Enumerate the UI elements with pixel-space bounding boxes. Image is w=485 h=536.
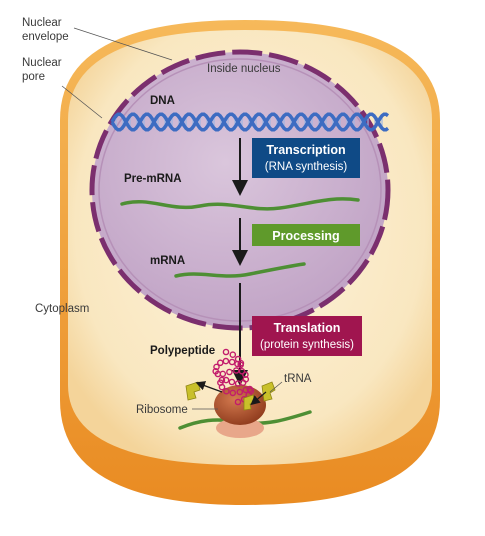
amino-acid-bead <box>246 385 254 393</box>
label-cytoplasm: Cytoplasm <box>35 303 89 315</box>
leader-nuclear-envelope <box>73 27 173 61</box>
label-pre-mrna: Pre-mRNA <box>124 173 182 185</box>
amino-acid-bead <box>242 371 249 379</box>
amino-acid-bead <box>222 348 230 356</box>
label-nuclear-envelope-line2: envelope <box>22 31 69 43</box>
amino-acid-bead <box>229 351 237 359</box>
amino-acid-bead <box>222 376 230 384</box>
trna-right <box>261 381 276 402</box>
transcription-subtitle: (RNA synthesis) <box>265 161 348 173</box>
processing-box-bg <box>252 224 360 246</box>
leader-nuclear-pore <box>61 85 103 119</box>
amino-acid-bead <box>228 378 236 386</box>
translation-box-bg <box>252 316 362 356</box>
translation-subtitle: (protein synthesis) <box>260 339 354 351</box>
dna-strand-a <box>110 112 390 132</box>
label-inside-nucleus: Inside nucleus <box>207 63 281 75</box>
amino-acid-bead <box>228 358 236 366</box>
ribosome-small-subunit <box>216 418 264 438</box>
translation-box: Translation (protein synthesis) <box>252 316 362 356</box>
amino-acid-bead <box>226 368 233 376</box>
label-polypeptide: Polypeptide <box>150 345 215 357</box>
amino-acid-bead <box>236 388 244 396</box>
amino-acid-bead <box>218 376 226 384</box>
leader-trna <box>269 381 283 393</box>
label-nuclear-envelope-line1: Nuclear <box>22 17 62 29</box>
arrow-trna-enter <box>250 391 267 406</box>
transcription-title: Transcription <box>266 143 345 157</box>
amino-acid-bead <box>222 357 230 365</box>
amino-acid-bead <box>216 359 224 367</box>
translation-title: Translation <box>274 321 341 335</box>
pre-mrna-strand <box>120 197 360 211</box>
label-trna: tRNA <box>284 373 312 385</box>
ribosome-large-subunit <box>214 385 266 425</box>
amino-acid-bead <box>232 367 240 374</box>
label-dna: DNA <box>150 95 175 107</box>
mrna-strand <box>174 262 306 278</box>
label-nuclear-pore-line1: Nuclear <box>22 57 62 69</box>
label-ribosome: Ribosome <box>136 404 188 416</box>
amino-acid-bead <box>223 387 230 395</box>
amino-acid-bead <box>213 363 220 371</box>
transcription-box: Transcription (RNA synthesis) <box>252 138 360 178</box>
dna-strand-b <box>110 112 390 132</box>
label-mrna: mRNA <box>150 255 185 267</box>
amino-acid-bead <box>234 398 242 406</box>
ribosome <box>214 385 266 438</box>
amino-acid-bead <box>229 389 237 397</box>
label-nuclear-pore-line2: pore <box>22 71 45 83</box>
arrow-trna-leave <box>195 381 223 393</box>
dna-helix <box>110 112 390 132</box>
amino-acid-bead <box>242 386 250 394</box>
processing-title: Processing <box>272 229 339 243</box>
processing-box: Processing <box>252 224 360 246</box>
transcription-box-bg <box>252 138 360 178</box>
amino-acid-bead <box>234 355 242 363</box>
